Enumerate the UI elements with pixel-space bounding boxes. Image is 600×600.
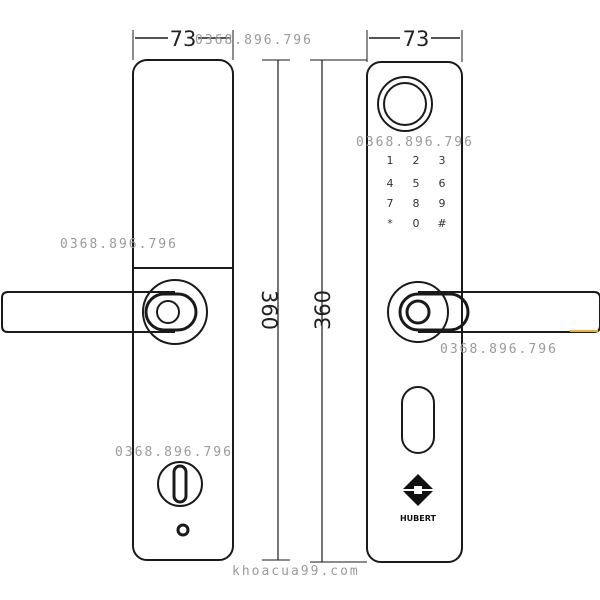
keypad-key: 6 (439, 177, 446, 190)
keypad-key: 0 (413, 217, 420, 230)
fingerprint-sensor-inner (383, 82, 427, 126)
watermark-phone: 0368.896.796 (195, 33, 313, 48)
card-reader-slot (401, 386, 435, 454)
keypad-key: 1 (387, 154, 394, 167)
keyhole (176, 523, 190, 537)
right-knob-outer (387, 281, 449, 343)
right-lock-body (366, 61, 463, 563)
width-label-left: 73 (170, 27, 197, 51)
keypad-key: 7 (387, 197, 394, 210)
height-label-left: 360 (257, 290, 281, 330)
watermark-phone: 0368.896.796 (440, 342, 558, 357)
left-lock-body (132, 59, 234, 561)
keypad-key: 9 (439, 197, 446, 210)
right-knob-inner (405, 299, 431, 325)
width-label-right: 73 (403, 27, 430, 51)
watermark-phone: 0368.896.796 (115, 445, 233, 460)
left-knob-outer (142, 279, 208, 345)
keypad-key: # (437, 217, 446, 230)
keypad-key: * (387, 217, 393, 230)
height-label-right: 360 (311, 290, 335, 330)
left-lever (1, 291, 175, 333)
thumb-turn-bar (172, 464, 188, 504)
keypad-key: 3 (439, 154, 446, 167)
keypad-key: 2 (413, 154, 420, 167)
left-knob-grip (144, 292, 198, 332)
fingerprint-sensor-outer (377, 76, 433, 132)
left-knob-inner (156, 300, 180, 324)
hubert-logo-icon (402, 474, 434, 506)
keypad-key: 4 (387, 177, 394, 190)
watermark-site: khoacua99.com (232, 564, 360, 579)
keypad-key: 5 (413, 177, 420, 190)
right-knob-grip (398, 292, 470, 332)
keypad-key: 8 (413, 197, 420, 210)
watermark-phone: 0368.896.796 (356, 135, 474, 150)
watermark-phone: 0368.896.796 (60, 237, 178, 252)
thumb-turn (157, 461, 203, 507)
keypad: 1 2 3 4 5 6 7 8 9 * 0 # (387, 154, 447, 230)
brand-label: HUBERT (400, 514, 437, 523)
